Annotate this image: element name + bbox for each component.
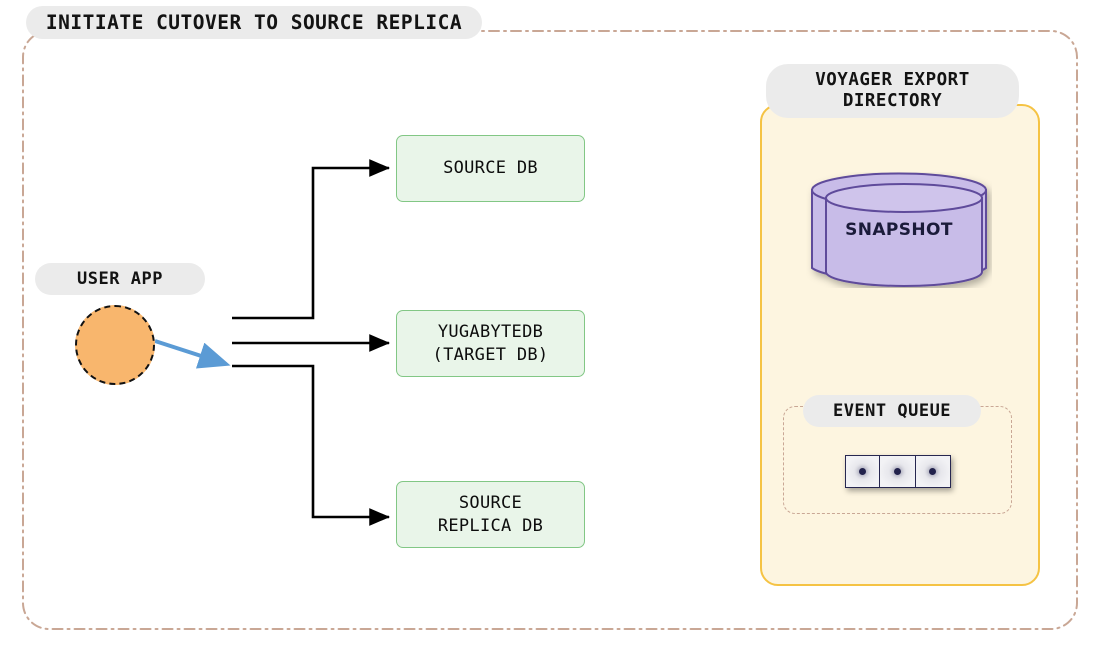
page-title: INITIATE CUTOVER TO SOURCE REPLICA [26, 6, 482, 39]
event-dot-icon [859, 468, 867, 475]
connector-active-blue [154, 339, 231, 369]
node-yugabytedb[interactable]: YUGABYTEDB (TARGET DB) [396, 310, 585, 377]
connector-user-to-source-db [232, 159, 391, 320]
event-queue-cell[interactable] [845, 455, 881, 488]
cylinder-icon [811, 172, 987, 287]
node-source-replica-db[interactable]: SOURCE REPLICA DB [396, 481, 585, 548]
event-queue-cell[interactable] [880, 455, 916, 488]
snapshot-cylinder[interactable]: SNAPSHOT [806, 172, 992, 288]
connector-user-to-source-replica-db [232, 364, 391, 526]
event-dot-icon [929, 468, 937, 475]
event-dot-icon [893, 468, 901, 475]
user-app-label: USER APP [35, 263, 205, 295]
node-source-db[interactable]: SOURCE DB [396, 135, 585, 202]
event-queue-label: EVENT QUEUE [803, 395, 981, 427]
voyager-export-directory-label: VOYAGER EXPORT DIRECTORY [766, 64, 1019, 118]
event-queue-cell[interactable] [915, 455, 951, 488]
event-queue-cells[interactable] [845, 455, 951, 488]
user-app-node[interactable] [75, 305, 155, 385]
